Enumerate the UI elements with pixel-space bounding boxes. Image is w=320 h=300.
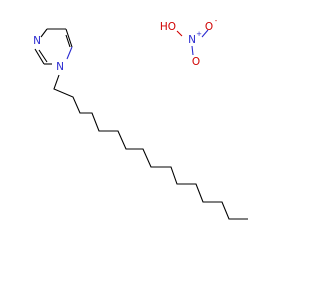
dodecyl-chain	[53, 74, 248, 220]
atom-oxo: O	[192, 56, 200, 68]
bond-n3-c2-inner	[38, 49, 48, 63]
bond-c4-n3	[40, 28, 48, 38]
bond-c5-n1-inner	[65, 34, 71, 48]
bond-c5-n1	[65, 28, 73, 48]
charge-minus: -	[215, 17, 218, 25]
nitric-acid	[176, 29, 209, 56]
bond-n-o	[191, 45, 194, 56]
bond-n-o-minus	[201, 29, 209, 38]
atom-oxygen-minus: O	[205, 21, 213, 33]
bond-c5-n1-blue	[66, 46, 73, 60]
atom-n1: N	[56, 61, 64, 73]
structure-canvas: N N HO N + O - O	[33, 17, 248, 220]
atom-hydroxyl: HO	[160, 21, 176, 33]
bond-ho-n	[176, 30, 183, 37]
atom-nitrogen-plus: N	[188, 34, 196, 46]
imidazole-ring	[34, 28, 73, 65]
atom-n3: N	[33, 35, 41, 47]
bond-n3-c2	[34, 48, 45, 65]
alkyl-chain	[53, 74, 248, 220]
charge-plus: +	[196, 30, 202, 38]
